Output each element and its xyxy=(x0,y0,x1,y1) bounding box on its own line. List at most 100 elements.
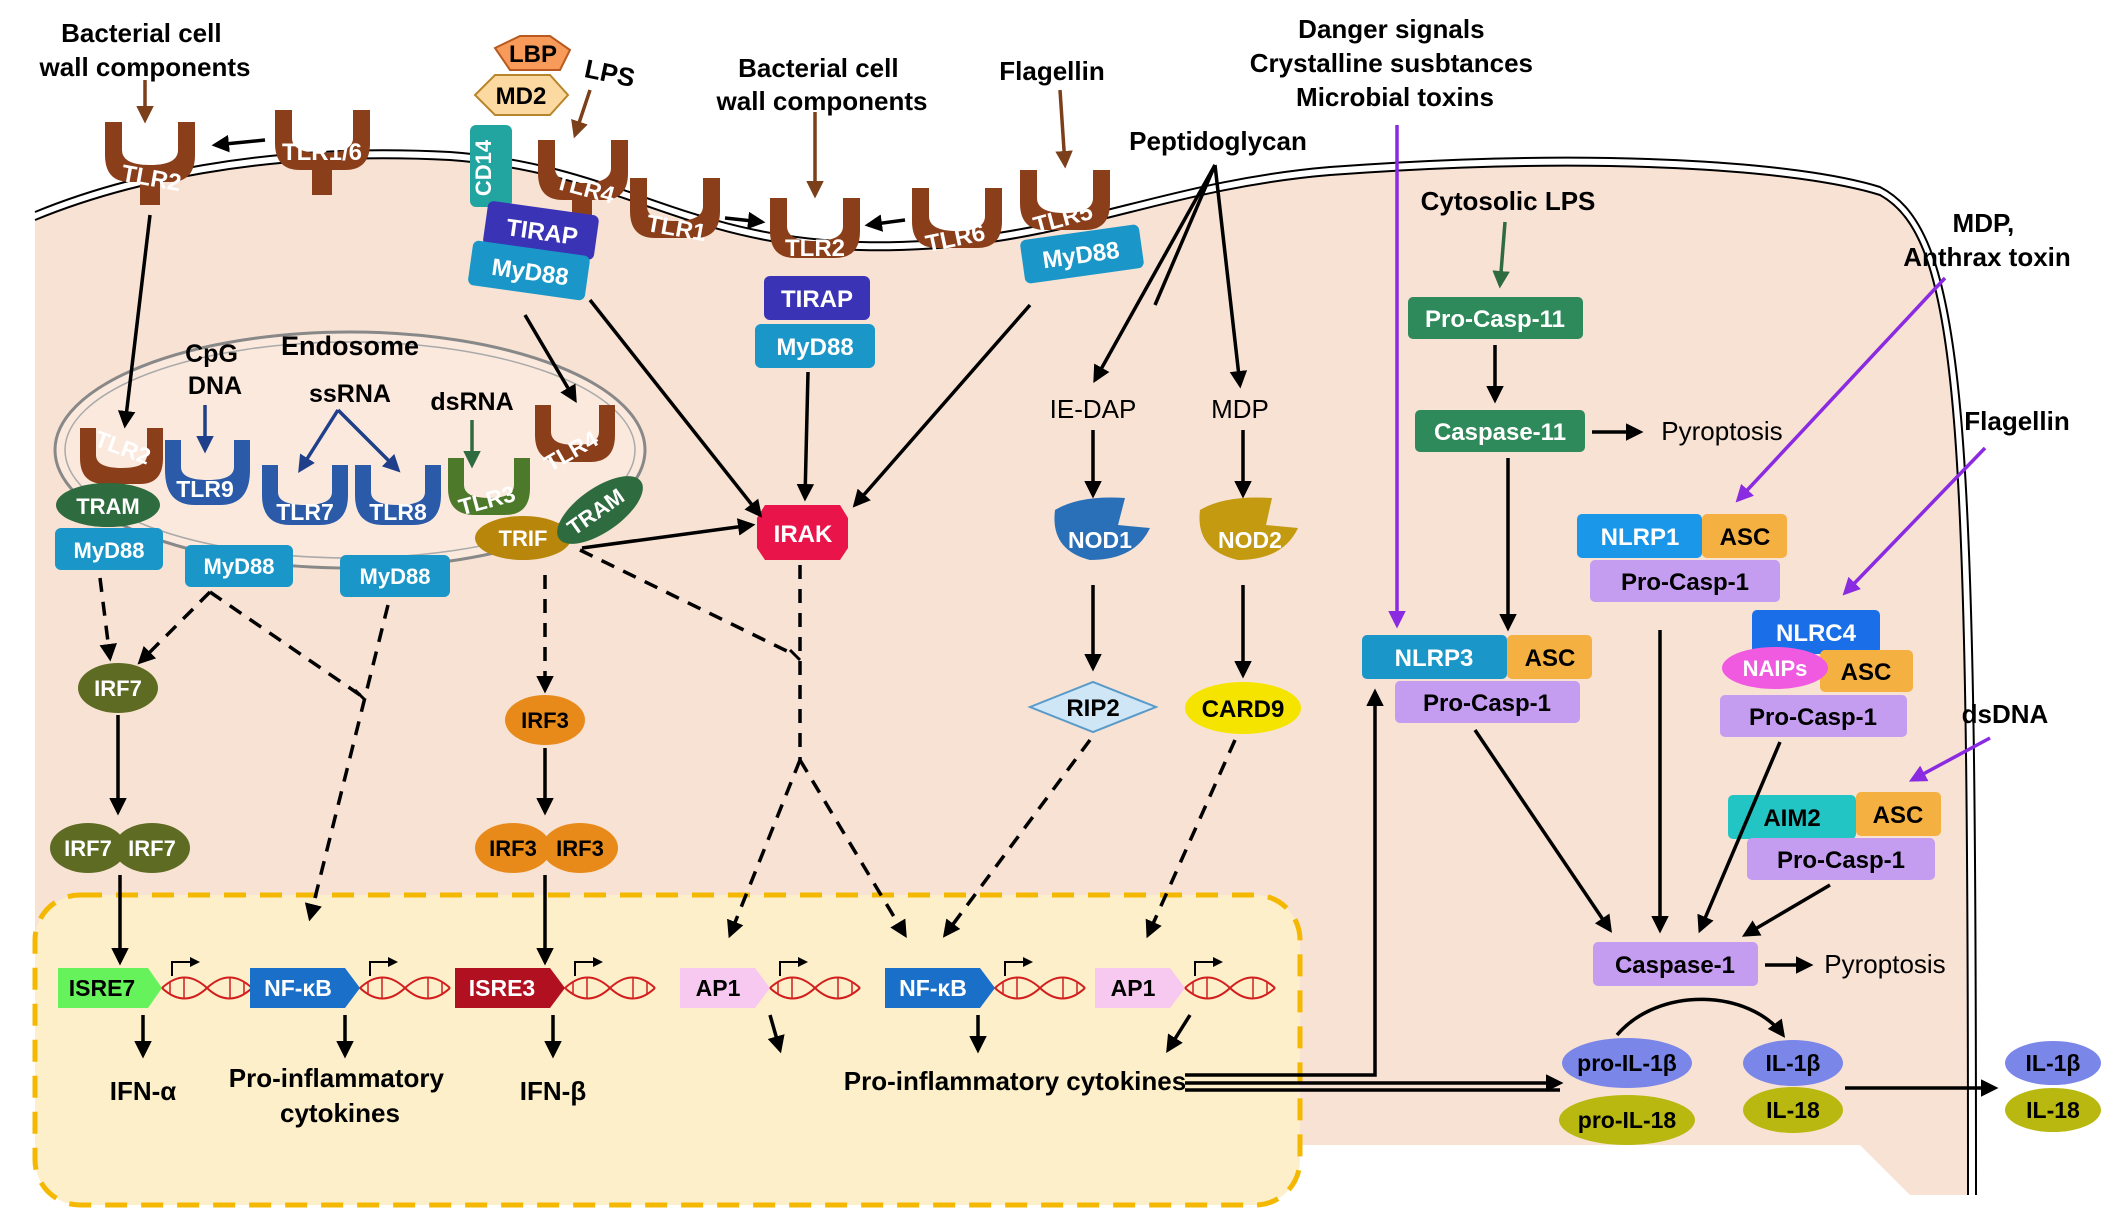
svg-text:Caspase-1: Caspase-1 xyxy=(1615,952,1735,979)
nfkb-tf-1: NF-κB xyxy=(250,968,360,1008)
cytosolic-lps-label: Cytosolic LPS xyxy=(1421,186,1596,216)
ifn-alpha-label: IFN-α xyxy=(110,1076,177,1106)
tlr9-receptor: TLR9 xyxy=(165,440,250,505)
svg-text:TRIF: TRIF xyxy=(499,526,548,551)
irf7: IRF7 xyxy=(78,663,158,713)
svg-text:Pro-Casp-1: Pro-Casp-1 xyxy=(1777,847,1905,874)
nucleus xyxy=(32,892,1303,1208)
tirap-2: TIRAP xyxy=(764,276,870,320)
svg-text:IL-1β: IL-1β xyxy=(1766,1050,1821,1076)
dsdna-label: dsDNA xyxy=(1962,699,2049,729)
svg-text:IRF3: IRF3 xyxy=(489,836,537,861)
irak: IRAK xyxy=(757,505,848,560)
svg-text:TRAM: TRAM xyxy=(76,494,140,519)
svg-text:MyD88: MyD88 xyxy=(204,554,275,579)
svg-text:Pro-inflammatory cytokines: Pro-inflammatory cytokines xyxy=(229,1063,452,1128)
svg-text:Pro-Casp-1: Pro-Casp-1 xyxy=(1423,690,1551,717)
proinf1-label-1: Pro-inflammatory xyxy=(229,1063,445,1093)
tlr3-receptor: TLR3 xyxy=(448,458,530,520)
il18-inner: IL-18 xyxy=(1743,1087,1843,1133)
endosome-label: Endosome xyxy=(281,331,419,361)
myd88-tlr5: MyD88 xyxy=(1020,224,1144,284)
danger-label-2: Crystalline susbtances xyxy=(1250,48,1533,78)
svg-text:IRF3: IRF3 xyxy=(556,836,604,861)
il1b-inner: IL-1β xyxy=(1743,1040,1843,1086)
svg-text:RIP2: RIP2 xyxy=(1066,695,1119,722)
myd88-endo-3: MyD88 xyxy=(340,555,450,597)
cell-membrane-inner xyxy=(34,157,1969,1196)
dsrna-label: dsRNA xyxy=(430,388,513,416)
bacterial-left-label-1: Bacterial cell xyxy=(61,18,221,48)
irf7-dimer: IRF7 IRF7 xyxy=(50,823,190,873)
svg-text:pro-IL-1β: pro-IL-1β xyxy=(1577,1050,1677,1076)
pyroptosis-2-label: Pyroptosis xyxy=(1824,949,1945,979)
svg-text:ASC: ASC xyxy=(1841,659,1892,686)
pro-il1b: pro-IL-1β xyxy=(1562,1038,1692,1088)
svg-text:IL-1β: IL-1β xyxy=(2026,1050,2081,1076)
mdp-label: MDP xyxy=(1211,394,1269,424)
cpg-label-2: DNA xyxy=(188,372,242,400)
svg-text:TLR1/6: TLR1/6 xyxy=(282,139,362,166)
svg-text:IL-18: IL-18 xyxy=(1766,1097,1820,1123)
svg-text:NOD1: NOD1 xyxy=(1068,527,1132,553)
svg-text:NOD2: NOD2 xyxy=(1218,527,1282,553)
flagellin-top-label: Flagellin xyxy=(999,56,1104,86)
svg-text:TLR7: TLR7 xyxy=(276,499,334,525)
proinf2-label: Pro-inflammatory cytokines xyxy=(844,1066,1186,1096)
peptidoglycan-label: Peptidoglycan xyxy=(1129,126,1307,156)
nfkb-tf-2: NF-κB xyxy=(885,968,995,1008)
caspase11: Caspase-11 xyxy=(1415,410,1585,452)
nlrp1-complex: NLRP1 ASC Pro-Casp-1 xyxy=(1577,514,1787,602)
svg-text:NLRP1: NLRP1 xyxy=(1601,524,1680,551)
svg-text:NLRP3: NLRP3 xyxy=(1395,645,1474,672)
lps-label: LPS xyxy=(582,53,638,93)
ie-dap-label: IE-DAP xyxy=(1050,394,1137,424)
svg-text:AP1: AP1 xyxy=(696,975,741,1001)
bacterial-mid-label-2: wall components xyxy=(716,86,928,116)
svg-text:AP1: AP1 xyxy=(1111,975,1156,1001)
isre7-tf: ISRE7 xyxy=(58,968,162,1008)
arrows xyxy=(109,80,1999,1097)
svg-text:NF-κB: NF-κB xyxy=(264,975,332,1001)
mdp-anthrax-label-2: Anthrax toxin xyxy=(1903,242,2071,272)
nlrp3-complex: NLRP3 ASC Pro-Casp-1 xyxy=(1362,635,1592,723)
mdp-anthrax-label-1: MDP, xyxy=(1953,208,2015,238)
svg-text:IRAK: IRAK xyxy=(774,521,833,548)
svg-text:ASC: ASC xyxy=(1525,645,1576,672)
svg-text:Pro-Casp-11: Pro-Casp-11 xyxy=(1425,306,1565,333)
ap1-tf-2: AP1 xyxy=(1095,968,1185,1008)
svg-text:MyD88: MyD88 xyxy=(360,564,431,589)
svg-text:CARD9: CARD9 xyxy=(1202,696,1285,723)
svg-text:NLRC4: NLRC4 xyxy=(1776,620,1857,647)
svg-text:ASC: ASC xyxy=(1873,802,1924,829)
danger-label-3: Microbial toxins xyxy=(1296,82,1494,112)
nod1: NOD1 xyxy=(1054,497,1150,560)
svg-text:TLR2: TLR2 xyxy=(785,235,845,262)
tirap-1: TIRAP xyxy=(483,201,599,260)
svg-text:IRF3: IRF3 xyxy=(521,708,569,733)
svg-text:ISRE7: ISRE7 xyxy=(69,975,135,1001)
danger-label-1: Danger signals xyxy=(1298,14,1484,44)
irf3-dimer: IRF3 IRF3 xyxy=(475,823,618,873)
svg-text:CpG DNA: CpG DNA xyxy=(185,340,245,400)
tlr7-receptor: TLR7 xyxy=(262,465,348,525)
caspase1: Caspase-1 xyxy=(1593,942,1758,986)
svg-text:IL-18: IL-18 xyxy=(2026,1097,2080,1123)
svg-text:IRF7: IRF7 xyxy=(94,676,142,701)
svg-text:CD14: CD14 xyxy=(471,139,496,196)
cpg-label-1: CpG xyxy=(185,340,238,368)
nod2: NOD2 xyxy=(1199,497,1298,560)
ifn-beta-label: IFN-β xyxy=(520,1076,586,1106)
svg-text:Pro-Casp-1: Pro-Casp-1 xyxy=(1621,569,1749,596)
aim2-complex: AIM2 ASC Pro-Casp-1 xyxy=(1728,792,1941,880)
svg-text:LBP: LBP xyxy=(509,41,557,68)
svg-text:Danger signals Crystalline: Danger signals Crystalline susbtances Mi… xyxy=(1250,14,1540,112)
irf3: IRF3 xyxy=(505,695,585,745)
svg-text:MD2: MD2 xyxy=(496,83,547,110)
pyroptosis-1-label: Pyroptosis xyxy=(1661,416,1782,446)
tram-1: TRAM xyxy=(56,483,160,527)
tlr2-endo-receptor: TLR2 xyxy=(80,425,163,484)
myd88-1: MyD88 xyxy=(468,240,590,301)
svg-text:Bacterial cell wall compon: Bacterial cell wall components xyxy=(716,53,928,116)
